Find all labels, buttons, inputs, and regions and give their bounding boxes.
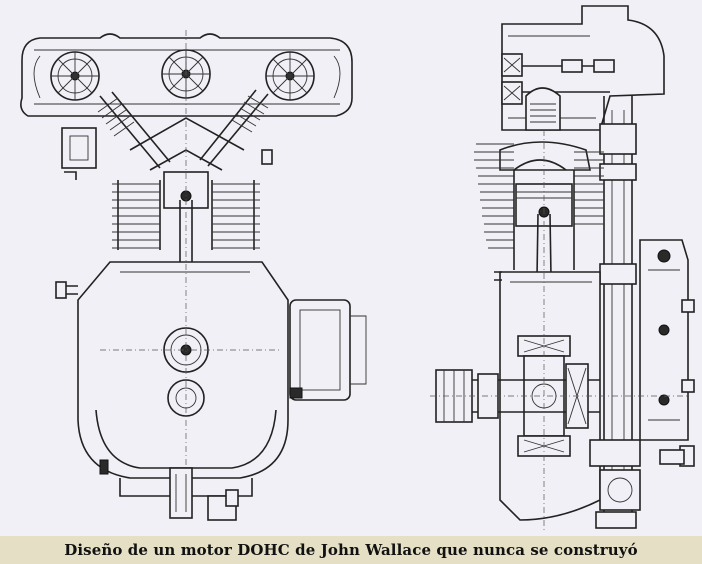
cylinder-fins: [112, 180, 260, 250]
caption-bar: Diseño de un motor DOHC de John Wallace …: [0, 536, 702, 564]
figure-caption: Diseño de un motor DOHC de John Wallace …: [64, 541, 638, 559]
front-elevation-view: [20, 30, 367, 521]
section-cylinder-fins: [474, 143, 604, 249]
side-section-view: [430, 5, 695, 530]
engine-drawing: [20, 5, 695, 530]
right-cam-gear: [265, 51, 315, 101]
left-cam-gear: [50, 51, 100, 101]
